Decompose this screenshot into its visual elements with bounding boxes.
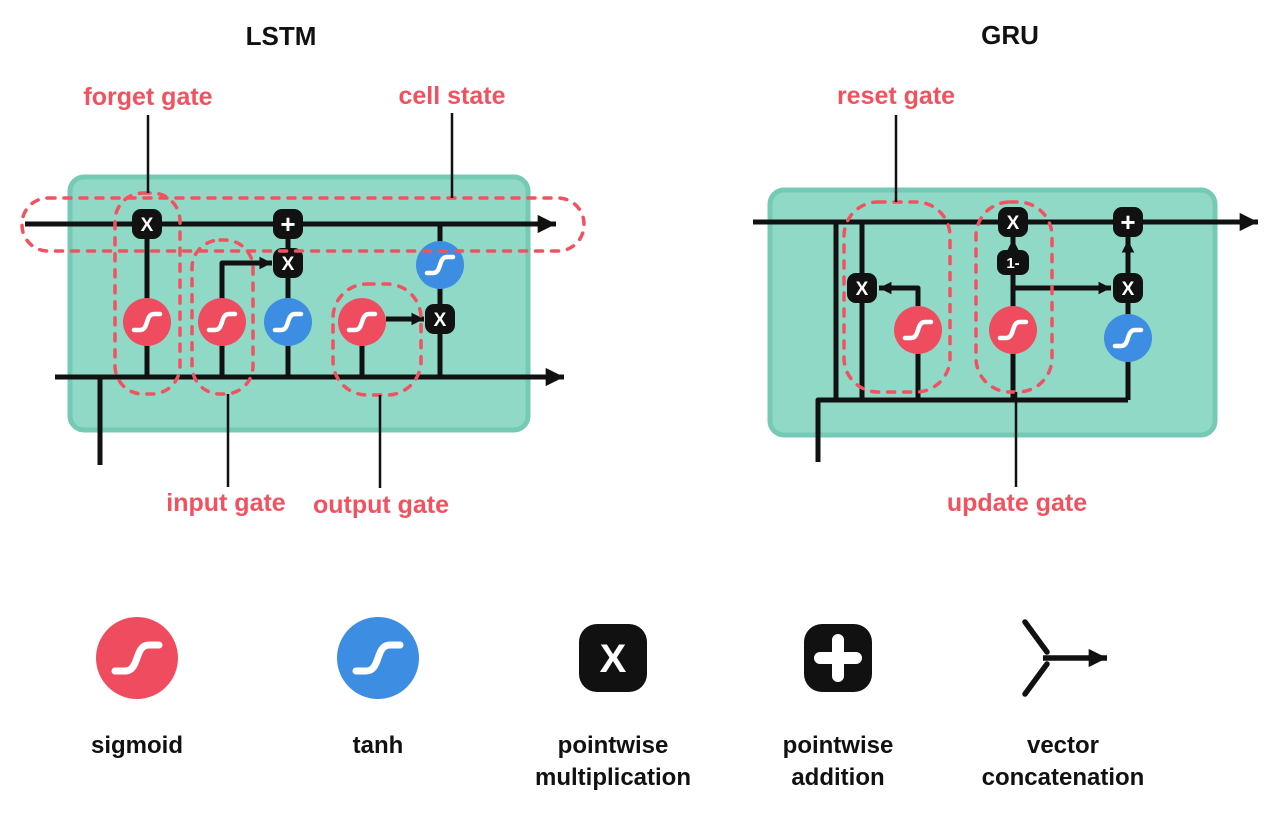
lstm-forget-sigmoid xyxy=(123,298,171,346)
legend: sigmoid tanh X pointwise multiplication … xyxy=(0,560,1280,814)
lstm-input-gate-label: input gate xyxy=(166,489,286,517)
gru-reset-multiply-node: X xyxy=(847,273,877,303)
pointwise-multiplication-icon: X xyxy=(579,624,647,692)
svg-text:X: X xyxy=(282,254,295,275)
gru-update-gate-outline xyxy=(974,200,1054,394)
lstm-cell: X + X X forget gate xyxy=(20,82,586,519)
legend-item-vector-concatenation: vector concatenation xyxy=(943,608,1183,795)
svg-text:X: X xyxy=(434,310,447,331)
lstm-cell-state-outline xyxy=(20,196,586,253)
legend-label-sigmoid: sigmoid xyxy=(90,732,183,759)
legend-item-pointwise-addition: pointwise addition xyxy=(718,608,958,795)
rnn-cells-diagram: LSTM GRU xyxy=(20,20,1258,519)
vector-concatenation-icon xyxy=(1022,619,1107,697)
legend-label-vector-concatenation: vector concatenation xyxy=(981,732,1145,792)
gru-update-gate-label: update gate xyxy=(947,489,1087,517)
lstm-output-tanh xyxy=(416,241,464,289)
gru-update-sigmoid xyxy=(989,306,1037,354)
pointwise-addition-icon xyxy=(804,624,872,692)
lstm-output-gate-label: output gate xyxy=(313,491,449,519)
svg-text:+: + xyxy=(280,209,295,239)
lstm-add-node: + xyxy=(273,209,303,239)
gru-title: GRU xyxy=(981,20,1039,50)
lstm-cell-state-label: cell state xyxy=(398,82,505,110)
lstm-input-sigmoid xyxy=(198,298,246,346)
legend-label-tanh: tanh xyxy=(352,732,404,759)
svg-text:1-: 1- xyxy=(1006,255,1019,272)
gru-candidate-tanh xyxy=(1104,314,1152,362)
legend-item-tanh: tanh xyxy=(258,608,498,762)
gru-reset-sigmoid xyxy=(894,306,942,354)
lstm-output-multiply-node: X xyxy=(425,304,455,334)
legend-label-pointwise-addition: pointwise addition xyxy=(782,732,894,792)
sigmoid-icon xyxy=(96,617,178,699)
legend-item-sigmoid: sigmoid xyxy=(17,608,257,762)
gru-one-minus-node: 1- xyxy=(997,250,1029,275)
legend-label-pointwise-multiplication: pointwise multiplication xyxy=(535,732,691,792)
lstm-output-sigmoid xyxy=(338,298,386,346)
lstm-output-gate-outline xyxy=(331,282,423,397)
svg-text:X: X xyxy=(141,215,154,236)
gru-cell: X + 1- X X reset g xyxy=(753,82,1258,517)
gru-input-line xyxy=(815,397,1128,462)
legend-item-pointwise-multiplication: X pointwise multiplication xyxy=(493,608,733,795)
lstm-forget-gate-label: forget gate xyxy=(83,83,212,111)
lstm-input-multiply-node: X xyxy=(273,248,303,278)
lstm-input-gate-outline xyxy=(190,238,255,396)
gru-cell-body xyxy=(767,187,1218,438)
svg-text:+: + xyxy=(1120,207,1135,237)
gru-candidate-multiply-node: X xyxy=(1113,273,1143,303)
svg-text:X: X xyxy=(600,637,627,681)
svg-text:X: X xyxy=(1122,279,1135,300)
svg-text:X: X xyxy=(856,279,869,300)
gru-add-node: + xyxy=(1113,207,1143,237)
svg-text:X: X xyxy=(1007,213,1020,234)
lstm-forget-multiply-node: X xyxy=(132,209,162,239)
gru-reset-gate-label: reset gate xyxy=(837,82,955,110)
tanh-icon xyxy=(337,617,419,699)
lstm-candidate-tanh xyxy=(264,298,312,346)
gru-hidden-multiply-node: X xyxy=(998,207,1028,237)
lstm-title: LSTM xyxy=(246,21,317,51)
gru-reset-arrow xyxy=(879,281,921,306)
